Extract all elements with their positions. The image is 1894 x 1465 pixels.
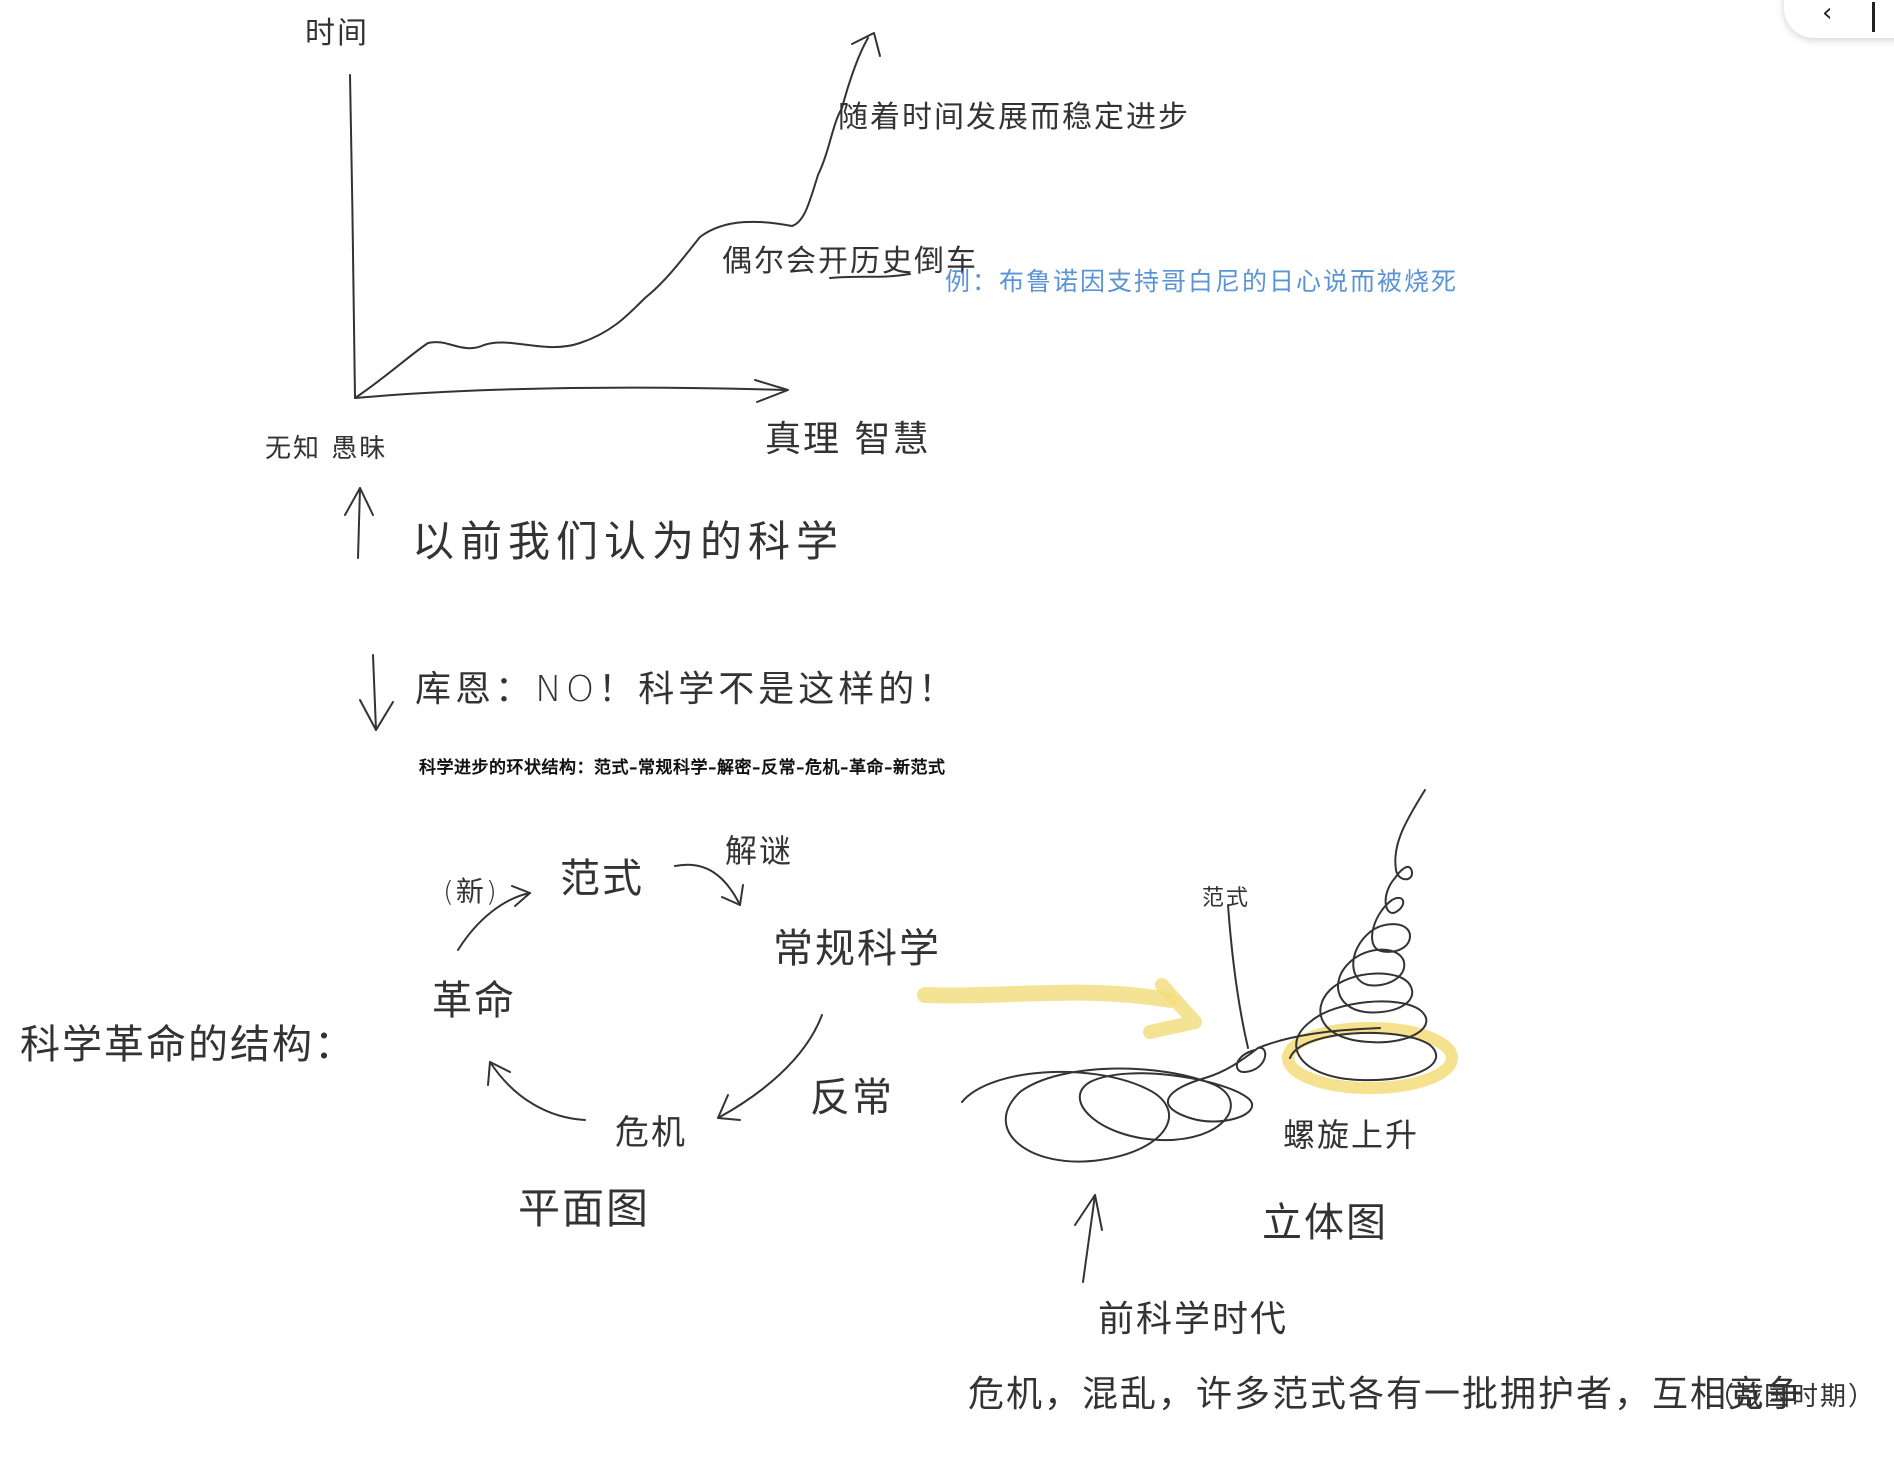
origin-label: 无知 愚昧 [265,434,388,464]
arrow-new-to-paradigm-head [511,885,531,907]
up-arrow [357,487,361,559]
curve-annotation-mid: 偶尔会开历史倒车 [722,244,978,279]
corner-nav-button[interactable]: ‹ [1784,0,1894,38]
spiral-paradigm-label: 范式 [1202,886,1251,911]
highlighted-spiral-base [1282,1022,1458,1094]
cycle-puzzle-solving: 解谜 [725,832,794,870]
x-axis-label: 真理 智慧 [765,419,931,460]
arrow-normal-to-crisis-head [717,1094,741,1121]
y-axis-label: 时间 [305,16,369,51]
highlighter-arrow-head [1143,978,1202,1039]
paradigm-pointer-line [1227,904,1249,1049]
pre-science-label: 前科学时代 [1098,1299,1289,1340]
spiral-connector [1257,1027,1381,1049]
pre-science-desc: 危机，混乱，许多范式各有一批拥护者，互相竞争 [968,1374,1805,1415]
cycle-crisis: 危机 [615,1113,687,1153]
flat-view-label: 平面图 [518,1184,651,1233]
progress-curve-arrowhead [851,32,881,57]
cycle-normal-science: 常规科学 [773,926,941,972]
cycle-paradigm: 范式 [560,856,644,902]
spiral-rise-label: 螺旋上升 [1283,1116,1420,1154]
3d-view-label: 立体图 [1262,1200,1388,1246]
arrow-new-to-paradigm [457,892,531,951]
rising-spiral [1289,789,1437,1082]
arrow-paradigm-to-normal [674,863,741,906]
down-arrow [372,654,377,731]
curve-annotation-top: 随着时间发展而稳定进步 [838,100,1190,135]
progress-curve [354,37,869,399]
caption-old-science: 以前我们认为的科学 [412,517,845,566]
down-arrow-head [359,699,394,731]
cycle-anomaly: 反常 [810,1075,894,1121]
pre-science-up-arrow [1082,1194,1096,1283]
pre-science-tangle [961,1046,1267,1163]
arrow-paradigm-to-normal-head [721,884,744,906]
x-axis-arrowhead [754,379,789,403]
highlighter-arrow-stroke [917,984,1178,1008]
y-axis-line [349,74,356,399]
up-arrow-head [344,487,374,516]
divider-icon [1872,2,1875,32]
arrow-normal-to-crisis [717,1014,823,1119]
chevron-left-icon: ‹ [1822,0,1833,28]
reversal-underline [829,273,911,279]
arrow-crisis-to-revolution-head [487,1061,511,1086]
example-note: 例：布鲁诺因支持哥白尼的日心说而被烧死 [945,267,1459,296]
arrow-crisis-to-revolution [489,1061,586,1121]
x-axis-line [354,386,786,399]
pre-science-up-arrow-head [1074,1194,1103,1231]
new-label: (新) [443,875,499,908]
kuhn-statement: 库恩：NO！科学不是这样的！ [415,669,959,710]
pre-science-paren: （战国时期） [1708,1382,1877,1412]
section-label: 科学革命的结构： [20,1022,356,1068]
cycle-revolution: 革命 [432,978,516,1024]
typed-heading: 科学进步的环状结构：范式–常规科学–解密–反常–危机–革命–新范式 [419,758,946,778]
